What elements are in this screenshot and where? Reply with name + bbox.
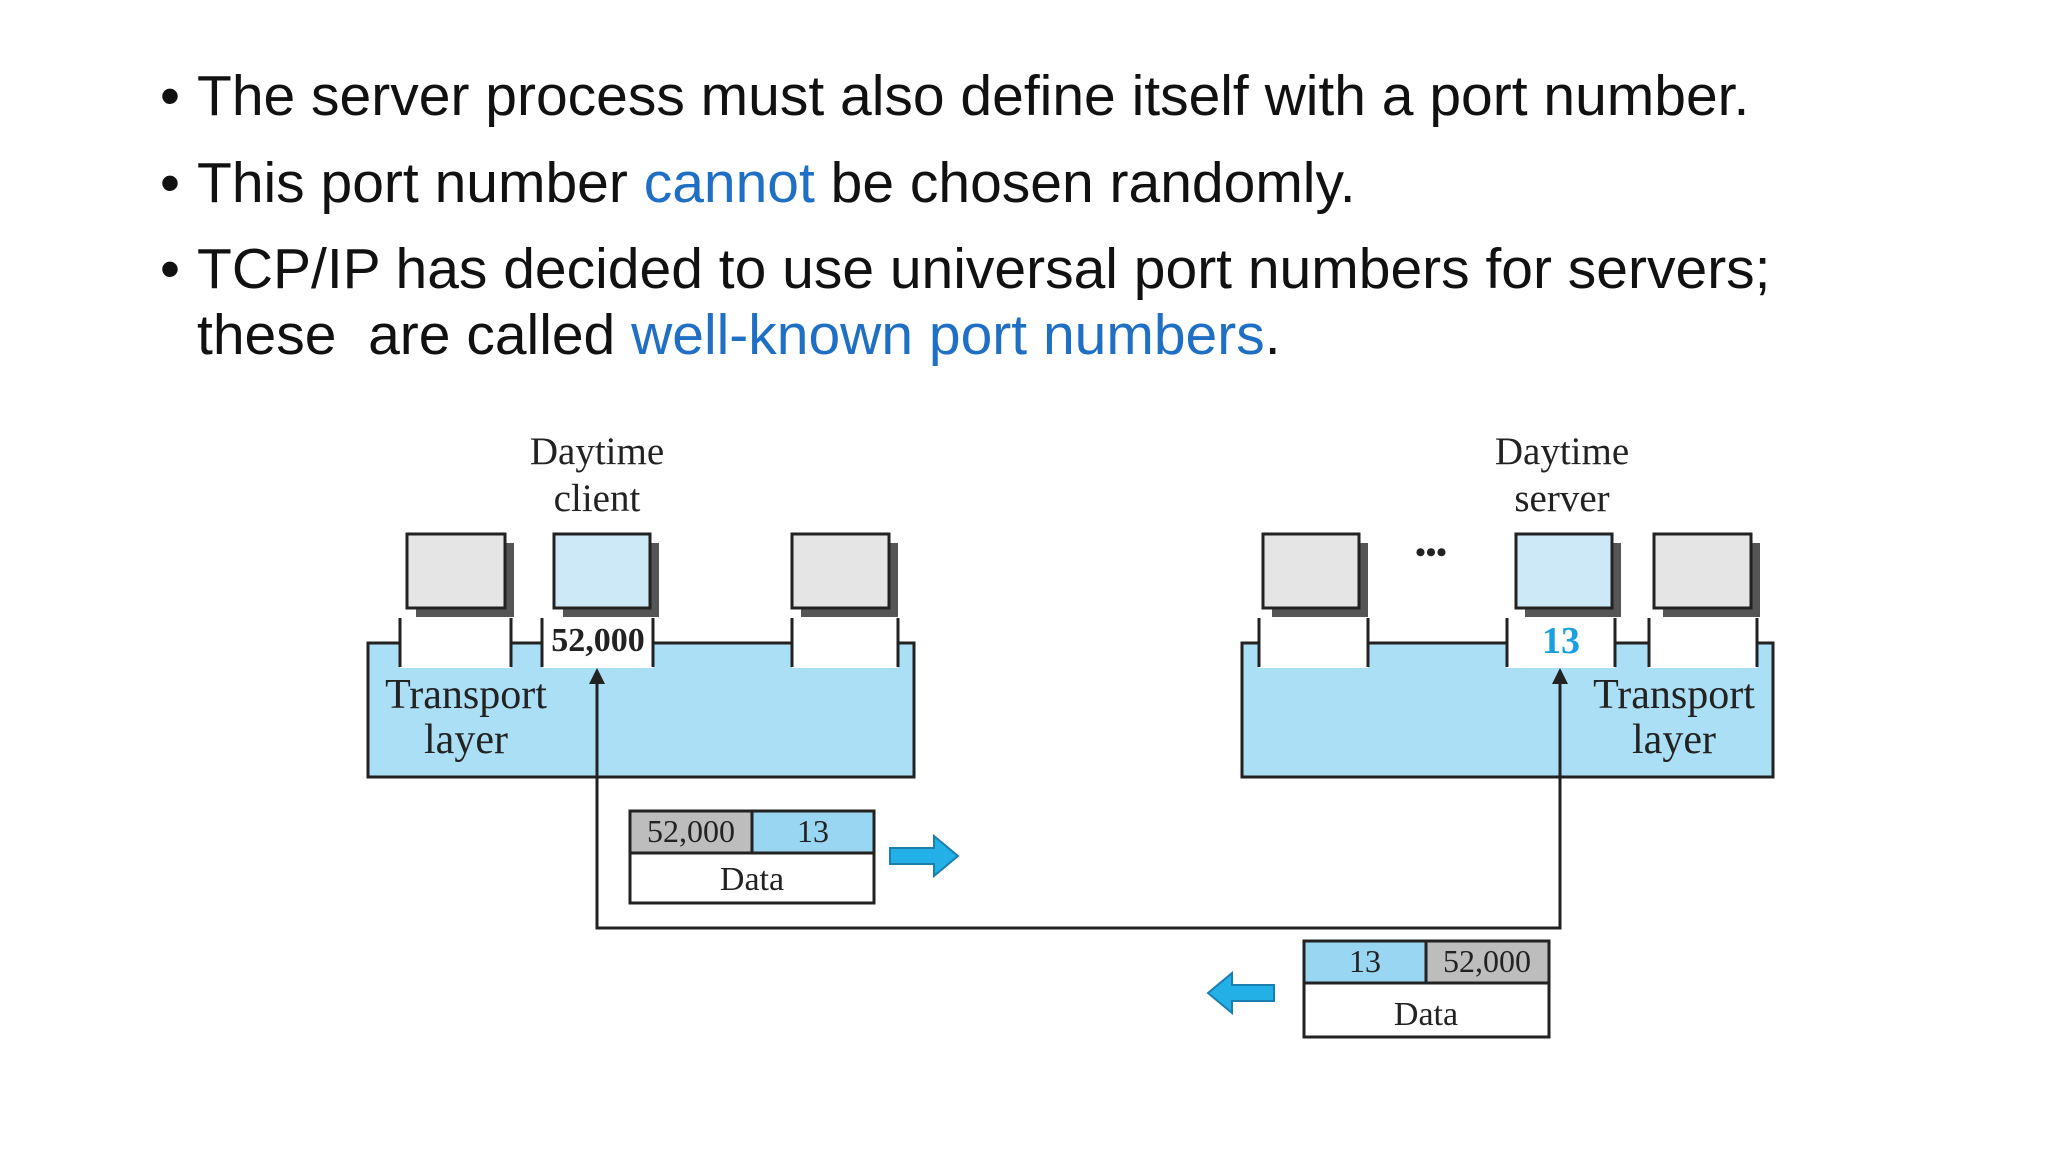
text-segment: This port number xyxy=(197,151,644,215)
client-label-line1: Daytime xyxy=(530,430,664,473)
packet-dest-port: 52,000 xyxy=(1443,943,1531,979)
bullet-dot: • xyxy=(160,151,180,215)
text-segment: these are called xyxy=(197,303,632,367)
client-transport-label-line1: Transport xyxy=(385,672,547,718)
client-process-boxes xyxy=(405,532,898,617)
ellipsis: ••• xyxy=(1415,536,1447,569)
highlighted-term: cannot xyxy=(643,151,815,215)
highlighted-term: well-known port numbers xyxy=(631,303,1265,367)
server-label-line2: server xyxy=(1514,477,1609,520)
bullet-dot: • xyxy=(160,64,180,128)
server-process-boxes xyxy=(1261,532,1760,617)
bullet-dot: • xyxy=(160,237,180,301)
packet-source-port: 52,000 xyxy=(647,813,735,849)
bullet-text: The server process must also define itse… xyxy=(197,64,1750,128)
arrow-left-icon xyxy=(1206,970,1275,1016)
packet-to-server: 52,000 13 Data xyxy=(628,809,876,905)
packet-data: Data xyxy=(720,861,784,898)
packet-to-client: 13 52,000 Data xyxy=(1302,939,1551,1039)
client-port-number: 52,000 xyxy=(551,622,645,659)
client-transport-layer xyxy=(366,618,916,779)
client-label-line2: client xyxy=(554,477,641,520)
server-transport-label-line2: layer xyxy=(1632,717,1716,763)
bullet-text: these are called well-known port numbers… xyxy=(197,302,1281,368)
server-transport-layer xyxy=(1240,618,1775,779)
text-segment: . xyxy=(1264,303,1281,367)
text-segment: be chosen randomly. xyxy=(814,151,1356,215)
arrowhead-server xyxy=(1552,668,1568,684)
server-port-number: 13 xyxy=(1542,620,1580,662)
arrow-right-icon xyxy=(889,833,960,879)
bullet-text: This port number cannot be chosen random… xyxy=(197,150,1356,216)
connection-line xyxy=(595,682,1562,930)
packet-source-port: 13 xyxy=(1349,943,1381,979)
packet-dest-port: 13 xyxy=(797,813,829,849)
server-transport-label-line1: Transport xyxy=(1593,672,1755,718)
packet-data: Data xyxy=(1394,996,1458,1033)
server-label-line1: Daytime xyxy=(1495,430,1629,473)
bullet-text: TCP/IP has decided to use universal port… xyxy=(197,237,1771,301)
arrowhead-client xyxy=(589,668,605,684)
client-transport-label-line2: layer xyxy=(424,717,508,763)
